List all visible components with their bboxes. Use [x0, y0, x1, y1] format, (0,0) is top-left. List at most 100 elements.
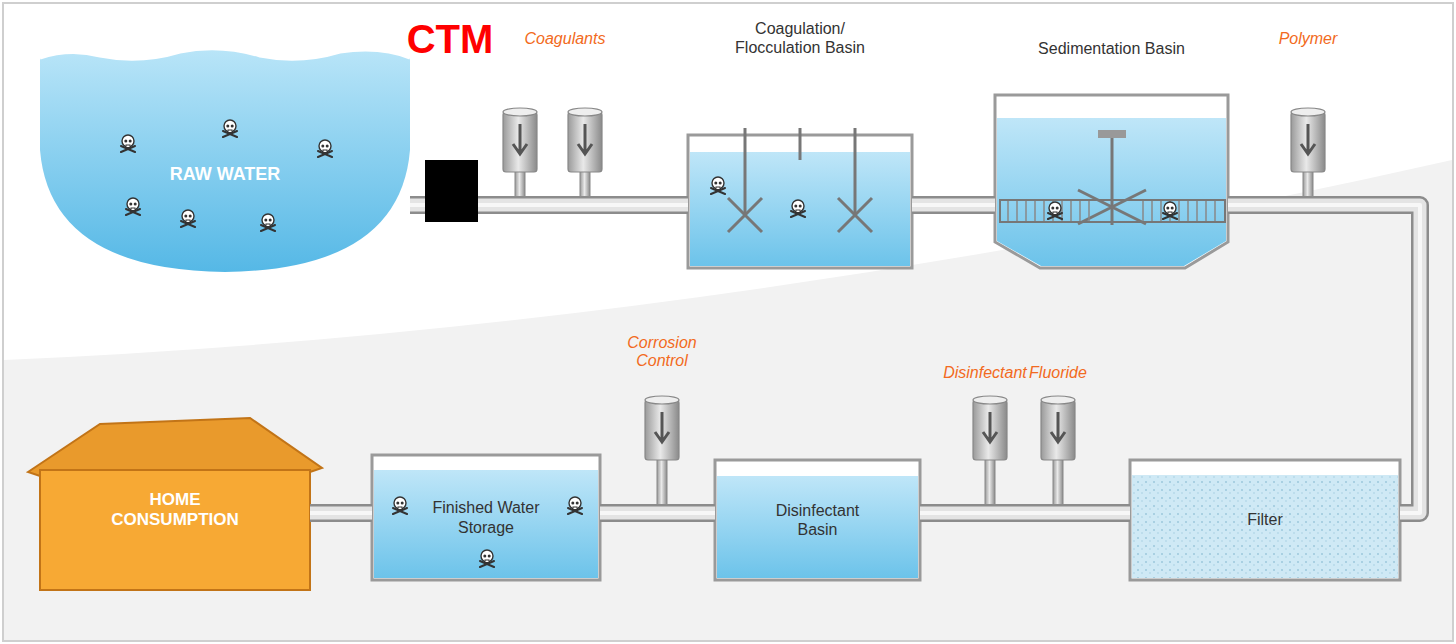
rack-bar: [1142, 201, 1144, 221]
disinfectant-basin: [715, 460, 920, 580]
feeder-tank: [1291, 112, 1325, 172]
pipe-highlight: [920, 511, 1130, 515]
feeder-lid: [1041, 396, 1075, 404]
pipe-connector: [920, 513, 1130, 514]
feeder-tank: [1041, 400, 1075, 460]
rack-bar: [1160, 201, 1162, 221]
pipe-body: [920, 507, 1130, 520]
chemical-label: Disinfectant: [930, 364, 1040, 382]
feeder-tank: [645, 400, 679, 460]
node-label: Filter: [1247, 510, 1283, 529]
chemical-label: Coagulants: [505, 30, 625, 48]
skull-icon: [393, 497, 407, 514]
skull-icon: [318, 140, 332, 157]
rack-bar: [1025, 201, 1027, 221]
rack-bar: [1187, 201, 1189, 221]
rack-bar: [1070, 201, 1072, 221]
feeder-tank: [503, 112, 537, 172]
down-arrow: [1051, 412, 1065, 442]
pipe-body: [1228, 205, 1420, 513]
pipe-body: [912, 199, 995, 212]
pipe-connector: [600, 513, 715, 514]
feeder-lid: [568, 108, 602, 116]
home-box: HOME CONSUMPTION: [40, 420, 310, 590]
settling-racks: [1008, 201, 1215, 221]
pipe-outline: [600, 504, 715, 522]
skull-icon: [261, 214, 275, 231]
rack-bar: [1043, 201, 1045, 221]
rack-bar: [1205, 201, 1207, 221]
house: [28, 418, 322, 590]
pipe-outline: [310, 504, 372, 522]
chemical-label: Fluoride: [1018, 364, 1098, 382]
rack-bar: [1151, 201, 1153, 221]
node-label: Disinfectant Basin: [763, 501, 873, 539]
pipe-body: [600, 507, 715, 520]
down-arrow: [983, 412, 997, 442]
storage-tank: [372, 455, 600, 580]
pipe-connector: [1228, 205, 1420, 513]
raw-water-bowl: [40, 49, 410, 272]
device-label: CTM: [390, 16, 510, 62]
down-arrow: [1301, 124, 1315, 154]
chemical-label: Polymer: [1258, 30, 1358, 48]
rack-bar: [1214, 201, 1216, 221]
skull-icon: [181, 210, 195, 227]
storage-box: Finished Water Storage: [372, 455, 600, 580]
feeder-tank: [568, 112, 602, 172]
rack-bar: [1007, 201, 1009, 221]
pipe-highlight: [600, 511, 715, 515]
rack-bar: [1196, 201, 1198, 221]
process-basin: Coagulation/ Flocculation Basin: [688, 15, 912, 268]
skull-icon: [711, 177, 725, 194]
skull-icon: [1048, 202, 1062, 219]
skull-icon: [126, 198, 140, 215]
skull-icon: [1163, 202, 1177, 219]
pipe-outline: [912, 196, 995, 214]
rack-bar: [1034, 201, 1036, 221]
rack-bar: [1088, 201, 1090, 221]
skull-icon: [791, 200, 805, 217]
down-arrow: [513, 124, 527, 154]
pipe-outline: [1228, 205, 1420, 513]
process-basin: Disinfectant Basin: [715, 460, 920, 580]
sedimentation-basin: [995, 95, 1228, 268]
skull-icon: [568, 497, 582, 514]
node-label: Finished Water Storage: [431, 498, 541, 536]
skull-icon: [121, 135, 135, 152]
skull-icon: [223, 120, 237, 137]
feeder-tank: [973, 400, 1007, 460]
pipe-highlight: [310, 511, 372, 515]
node-label: HOME CONSUMPTION: [105, 490, 245, 531]
rack-bar: [1016, 201, 1018, 221]
chemical-label: Corrosion Control: [612, 334, 712, 371]
node-label: Sedimentation Basin: [1038, 39, 1185, 58]
node-label: RAW WATER: [170, 164, 281, 186]
pipe-highlight: [912, 203, 995, 207]
pipe-connector: [310, 513, 372, 514]
filter-basin: [1130, 460, 1400, 580]
down-arrow: [578, 124, 592, 154]
feeder-lid: [973, 396, 1007, 404]
pipe-body: [310, 507, 372, 520]
water-surface: [40, 49, 410, 59]
feeder-lid: [645, 396, 679, 404]
node-label: Coagulation/ Flocculation Basin: [725, 19, 875, 57]
pipe-highlight: [1228, 205, 1420, 513]
skull-icon: [480, 550, 494, 567]
rack-bar: [1079, 201, 1081, 221]
feeder-lid: [503, 108, 537, 116]
chemical-feeders: [503, 108, 1325, 513]
contaminant-symbols: [121, 120, 1177, 567]
frame: [3, 3, 1453, 641]
rack-bar: [1178, 201, 1180, 221]
filter-box: Filter: [1130, 460, 1400, 580]
raw-water-source: RAW WATER: [40, 50, 410, 272]
down-arrow: [655, 412, 669, 442]
feeder-lid: [1291, 108, 1325, 116]
coagulation-basin: [688, 128, 912, 268]
